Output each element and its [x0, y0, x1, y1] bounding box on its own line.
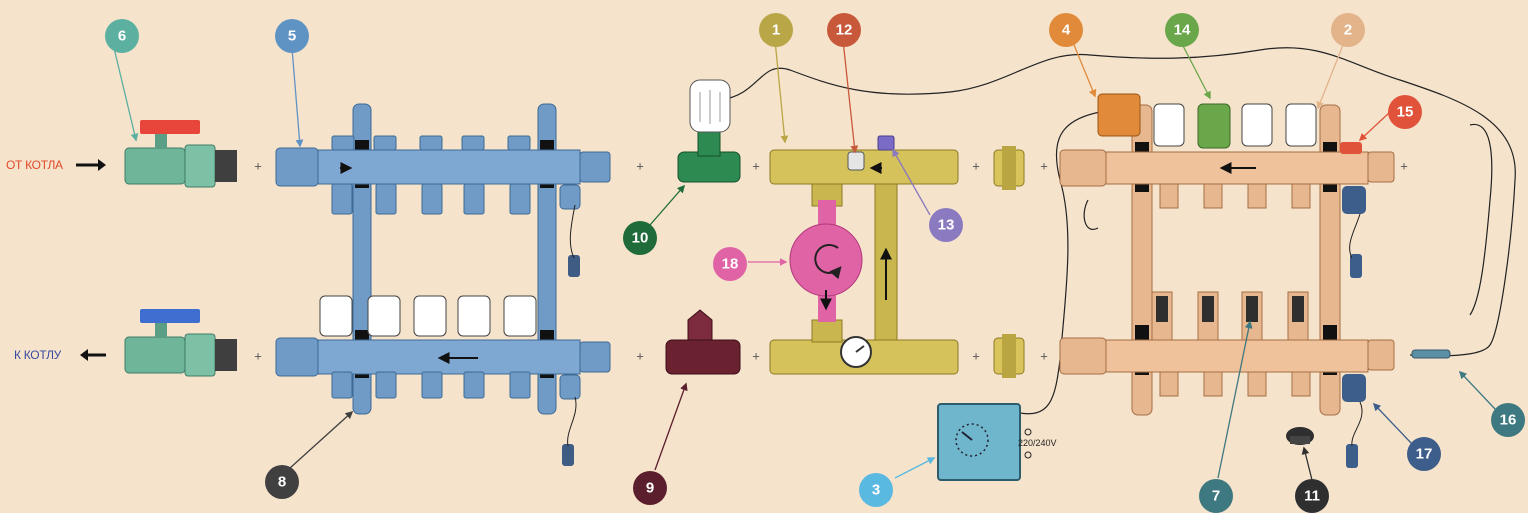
badge-2-number: 2: [1344, 22, 1352, 39]
badge-4: 4: [1049, 13, 1083, 47]
plus-sign: +: [636, 349, 644, 364]
thermostatic-valve: [677, 79, 741, 183]
union-couplings: [993, 146, 1025, 378]
badge-4-circle: [1049, 13, 1083, 47]
copper-manifold: [1059, 93, 1395, 468]
badge-7-circle: [1199, 479, 1233, 513]
badge-13-number: 13: [938, 217, 955, 234]
badge-11: 11: [1295, 479, 1329, 513]
badge-15-number: 15: [1397, 104, 1414, 121]
badge-16: 16: [1491, 403, 1525, 437]
badge-9-circle: [633, 471, 667, 505]
badge-16-circle: [1491, 403, 1525, 437]
badge-7: 7: [1199, 479, 1233, 513]
badge-6: 6: [105, 19, 139, 53]
badge-10: 10: [623, 221, 657, 255]
badge-13: 13: [929, 208, 963, 242]
badge-11-number: 11: [1304, 488, 1320, 505]
plus-signs: + + + + + + + + + + +: [254, 159, 1408, 364]
badge-15-circle: [1388, 95, 1422, 129]
leader-lines: [113, 39, 1497, 481]
badge-15: 15: [1388, 95, 1422, 129]
badge-17-number: 17: [1416, 446, 1433, 463]
drain-cap: [1286, 427, 1314, 445]
badge-12-number: 12: [836, 22, 853, 39]
plus-sign: +: [972, 349, 980, 364]
plus-sign: +: [636, 159, 644, 174]
badge-10-circle: [623, 221, 657, 255]
plus-sign: +: [254, 159, 262, 174]
voltage-label: 220/240V: [1018, 438, 1057, 448]
badge-9: 9: [633, 471, 667, 505]
badge-4-number: 4: [1062, 22, 1071, 39]
badge-18: 18: [713, 247, 747, 281]
badge-6-number: 6: [118, 28, 126, 45]
badge-1: 1: [759, 13, 793, 47]
badge-1-circle: [759, 13, 793, 47]
plus-sign: +: [752, 349, 760, 364]
badge-13-circle: [929, 208, 963, 242]
badge-2: 2: [1331, 13, 1365, 47]
plus-sign: +: [1040, 349, 1048, 364]
badge-8: 8: [265, 465, 299, 499]
badge-6-circle: [105, 19, 139, 53]
brass-mixing-unit: [769, 135, 959, 375]
blue-manifold: [275, 103, 611, 466]
badge-18-number: 18: [722, 256, 739, 273]
badge-7-number: 7: [1212, 488, 1220, 505]
badge-14-number: 14: [1174, 22, 1191, 39]
badge-12: 12: [827, 13, 861, 47]
badge-1-number: 1: [772, 22, 780, 39]
badge-11-circle: [1295, 479, 1329, 513]
plus-sign: +: [972, 159, 980, 174]
badge-14-circle: [1165, 13, 1199, 47]
bypass-valve: [665, 309, 741, 375]
plus-sign: +: [1040, 159, 1048, 174]
plus-sign: +: [752, 159, 760, 174]
badge-3-number: 3: [872, 482, 880, 499]
ball-valve-supply: [124, 120, 237, 188]
badge-8-circle: [265, 465, 299, 499]
from-boiler-label: ОТ КОТЛА: [6, 158, 63, 172]
to-boiler-label: К КОТЛУ: [14, 348, 61, 362]
badge-2-circle: [1331, 13, 1365, 47]
badge-12-circle: [827, 13, 861, 47]
badge-18-circle: [713, 247, 747, 281]
temperature-sensor-probe: [1411, 349, 1451, 359]
badge-14: 14: [1165, 13, 1199, 47]
badge-9-number: 9: [646, 480, 654, 497]
ball-valve-return: [124, 309, 237, 377]
badge-16-number: 16: [1500, 412, 1517, 429]
plus-sign: +: [254, 349, 262, 364]
room-thermostat: [937, 403, 1032, 481]
badge-10-number: 10: [632, 230, 649, 247]
badge-17-circle: [1407, 437, 1441, 471]
badge-8-number: 8: [278, 474, 286, 491]
flow-arrows-left: [76, 159, 106, 361]
badge-5: 5: [275, 19, 309, 53]
badge-5-number: 5: [288, 28, 296, 45]
sensor-wires: [719, 47, 1516, 415]
badge-17: 17: [1407, 437, 1441, 471]
plus-sign: +: [1400, 159, 1408, 174]
badge-3: 3: [859, 473, 893, 507]
badge-5-circle: [275, 19, 309, 53]
badge-3-circle: [859, 473, 893, 507]
